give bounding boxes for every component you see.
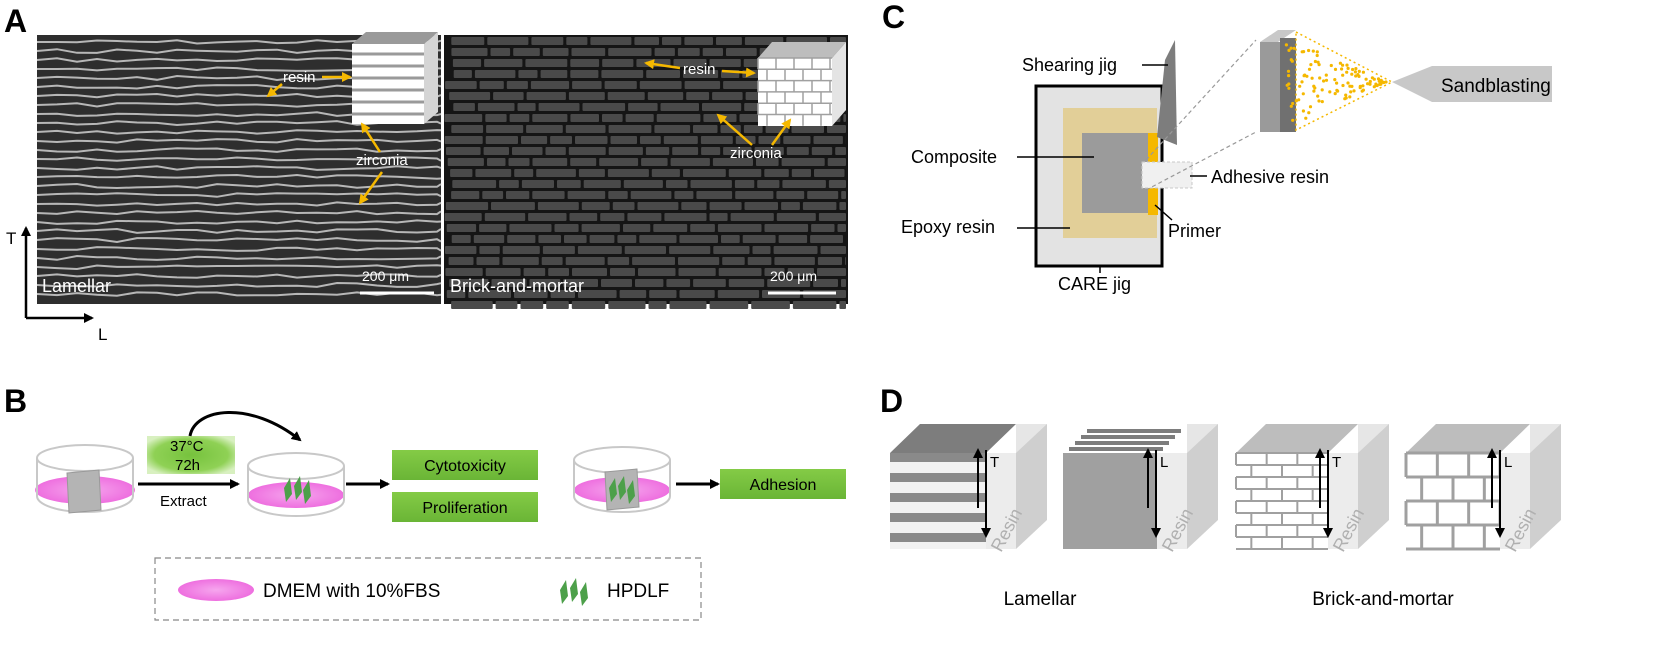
adhesion-box <box>720 469 846 499</box>
panel-letter-c: C <box>882 0 905 35</box>
medium-swatch <box>178 579 254 601</box>
label-primer: Primer <box>1168 221 1221 241</box>
sem-image-lamellar: resin zirconia Lamellar 200 μm <box>36 32 442 304</box>
group-label-lamellar: Lamellar <box>1004 589 1078 610</box>
cytotoxicity-box <box>392 450 538 480</box>
incubation-time: 72h <box>175 457 200 474</box>
hpdlf-cells-icon <box>284 476 311 504</box>
dish-adhesion <box>573 446 671 513</box>
label-shearing-jig: Shearing jig <box>1022 55 1117 75</box>
panel-d: D Resin T <box>880 383 1561 610</box>
cube1-arrow-label: T <box>990 454 999 471</box>
cube2-arrow-label: L <box>1160 454 1168 471</box>
legend-medium: DMEM with 10%FBS <box>263 581 440 602</box>
incubation-box <box>147 436 235 474</box>
panel-letter-b: B <box>4 383 27 419</box>
cube4-arrow-label: L <box>1504 454 1512 471</box>
label-adhesive: Adhesive resin <box>1211 167 1329 187</box>
group-label-brick: Brick-and-mortar <box>1312 589 1454 610</box>
sandblasting-nozzle <box>1392 66 1552 102</box>
proliferation-box <box>392 492 538 522</box>
cube-lamellar-t <box>890 424 1047 549</box>
panel-c: C Shearing jig Composite Epoxy resin CAR… <box>882 0 1552 294</box>
scalebar-text-left: 200 μm <box>362 268 409 284</box>
cube-brick-t <box>1235 424 1389 550</box>
sem-image-brick: resin zirconia Brick-and-mortar 200 μm <box>444 35 848 309</box>
extract-label: Extract <box>160 493 208 510</box>
adhesion-label: Adhesion <box>750 477 817 494</box>
assay-cytotoxicity: Cytotoxicity <box>424 458 506 475</box>
cube-brick-l <box>1404 424 1561 551</box>
resin-label-left: resin <box>283 69 316 86</box>
panel-b-legend: DMEM with 10%FBS HPDLF <box>154 557 702 621</box>
zirconia-label-left: zirconia <box>356 152 408 169</box>
caption-lamellar: Lamellar <box>42 276 111 296</box>
label-sandblasting: Sandblasting <box>1441 76 1551 97</box>
axis-label-t: T <box>6 229 16 248</box>
sandblast-inset: Sandblasting <box>1260 30 1552 132</box>
panel-b: B Extract 37°C 72h Cytotoxicit <box>4 383 846 621</box>
hpdlf-legend-icon <box>560 578 588 606</box>
brick-cube-inset <box>757 42 846 126</box>
adhesive-zoom-box <box>1141 161 1193 189</box>
zirconia-label-right: zirconia <box>730 145 782 162</box>
assay-proliferation: Proliferation <box>422 500 507 517</box>
scalebar-text-right: 200 μm <box>770 268 817 284</box>
incubation-temp: 37°C <box>170 438 204 455</box>
dish-extract <box>35 444 135 514</box>
label-care-jig: CARE jig <box>1058 274 1131 294</box>
legend-cells: HPDLF <box>607 581 669 602</box>
cube3-arrow-label: T <box>1332 454 1341 471</box>
panel-letter-a: A <box>4 3 27 39</box>
composite-block <box>1082 133 1148 213</box>
panel-letter-d: D <box>880 383 903 419</box>
panel-a: A resin zirconia <box>4 3 848 344</box>
label-epoxy: Epoxy resin <box>901 217 995 237</box>
cube-lamellar-l <box>1063 424 1218 549</box>
dish-cells <box>247 452 345 517</box>
orientation-axes: T L <box>6 226 107 344</box>
lamellar-cube-inset <box>352 32 438 124</box>
shearing-jig <box>1157 40 1177 145</box>
label-composite: Composite <box>911 147 997 167</box>
caption-brick: Brick-and-mortar <box>450 276 584 296</box>
resin-label-right: resin <box>683 61 716 78</box>
axis-label-l: L <box>98 325 107 344</box>
